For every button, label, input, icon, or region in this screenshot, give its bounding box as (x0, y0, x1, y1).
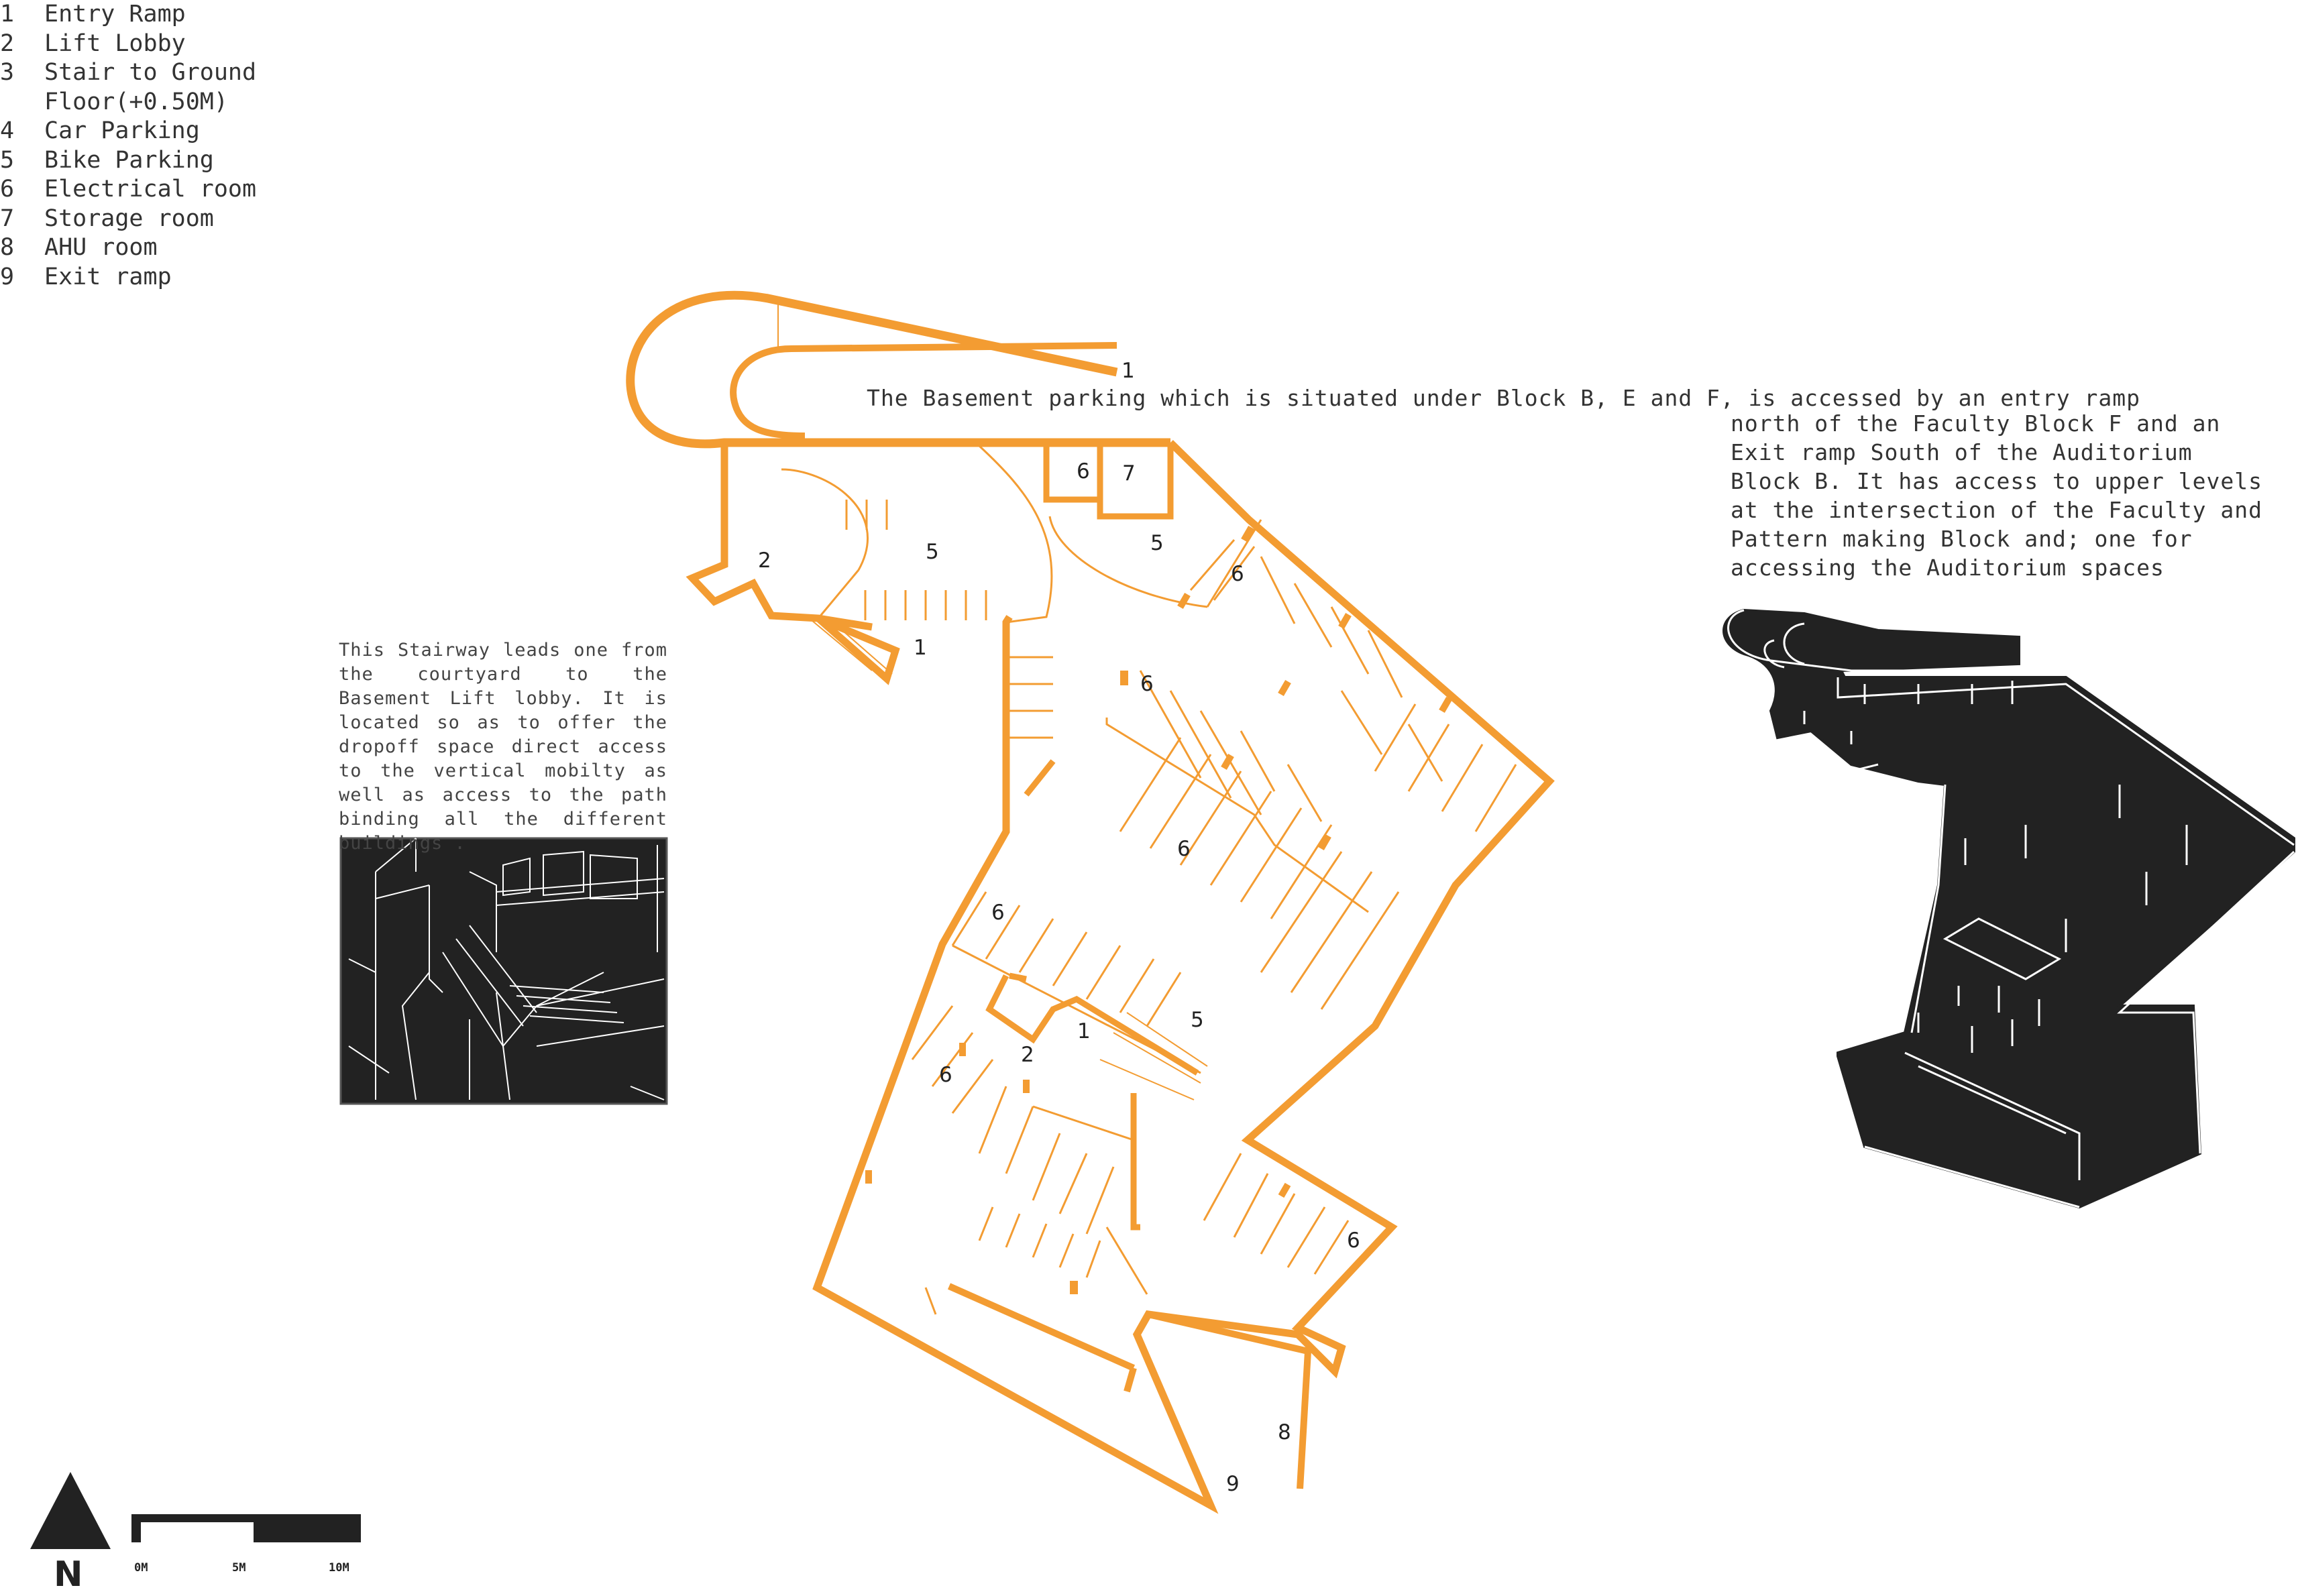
north-arrow-icon (30, 1472, 111, 1549)
label-electrical-room: 6 (1140, 672, 1154, 696)
description-line-6: Pattern making Block and; one for (1731, 526, 2193, 552)
axonometric-model (1722, 608, 2295, 1209)
stair-hatching (811, 620, 1208, 1100)
legend-num: 1 (0, 1, 15, 27)
legend-label: Stair to Ground (44, 59, 257, 86)
legend-num: 2 (0, 30, 15, 57)
label-bike-parking: 5 (1191, 1008, 1204, 1032)
label-exit-ramp: 9 (1226, 1472, 1240, 1496)
parking-stall-lines (781, 445, 1517, 1315)
description-line-3: Exit ramp South of the Auditorium (1731, 439, 2193, 465)
legend-item: 4 Car Parking (0, 117, 256, 146)
scale-label-0: 0M (134, 1561, 148, 1575)
legend-label: Electrical room (44, 176, 257, 203)
legend-label: Bike Parking (44, 146, 214, 174)
description-line-7: accessing the Auditorium spaces (1731, 555, 2165, 581)
label-electrical-room: 6 (1347, 1229, 1360, 1253)
label-electrical-room: 6 (1077, 459, 1090, 483)
legend-item: 2 Lift Lobby (0, 30, 256, 59)
legend-item: 1 Entry Ramp (0, 0, 256, 30)
description-line-2: north of the Faculty Block F and an (1731, 410, 2221, 437)
description-line-1: The Basement parking which is situated u… (867, 385, 2140, 411)
label-stair: 1 (1077, 1019, 1091, 1043)
legend-num: 6 (0, 176, 15, 203)
label-lift-lobby: 2 (1021, 1043, 1034, 1067)
legend-label: Exit ramp (44, 263, 172, 290)
legend-item-continued: Floor(+0.50M) (44, 88, 228, 115)
legend-item: 7 Storage room (0, 205, 256, 234)
label-electrical-room: 6 (991, 901, 1005, 925)
label-electrical-room: 6 (939, 1063, 952, 1087)
north-label: N (54, 1554, 83, 1595)
legend-num: 7 (0, 205, 15, 232)
legend-item: 9 Exit ramp (0, 263, 256, 292)
scale-bar (131, 1514, 361, 1542)
legend-num: 4 (0, 117, 15, 144)
description-line-5: at the intersection of the Faculty and (1731, 497, 2262, 523)
legend-num: 8 (0, 234, 15, 261)
label-entry-ramp: 1 (1121, 359, 1135, 383)
legend-label: Lift Lobby (44, 30, 186, 57)
label-lift-lobby: 2 (758, 549, 771, 573)
legend-label: AHU room (44, 234, 158, 261)
legend: 1 Entry Ramp 2 Lift Lobby 3 Stair to Ground… (0, 0, 256, 292)
legend-label: Storage room (44, 205, 214, 232)
plan-walls (626, 290, 1555, 1514)
label-bike-parking: 5 (1150, 531, 1164, 555)
structural-columns (865, 525, 1452, 1294)
scale-label-5: 5M (232, 1561, 246, 1575)
description-line-4: Block B. It has access to upper levels (1731, 468, 2262, 494)
legend-item: 3 Stair to Ground (0, 58, 256, 88)
legend-item: 8 AHU room (0, 233, 256, 263)
scale-label-10: 10M (329, 1561, 349, 1575)
legend-item: 6 Electrical room (0, 175, 256, 205)
label-stair: 1 (914, 636, 927, 660)
label-electrical-room: 6 (1231, 562, 1244, 586)
legend-item: 5 Bike Parking (0, 146, 256, 176)
label-ahu-room: 8 (1278, 1420, 1291, 1444)
legend-num: 5 (0, 146, 15, 174)
legend-num: 9 (0, 263, 15, 290)
label-electrical-room: 6 (1177, 837, 1191, 861)
legend-label: Car Parking (44, 117, 200, 144)
legend-label: Entry Ramp (44, 1, 186, 27)
legend-num: 3 (0, 59, 15, 86)
stair-note: This Stairway leads one from the courtya… (339, 640, 667, 854)
label-storage-room: 7 (1122, 461, 1136, 486)
label-bike-parking: 5 (926, 540, 939, 564)
stair-sketch-inset (339, 837, 668, 1105)
